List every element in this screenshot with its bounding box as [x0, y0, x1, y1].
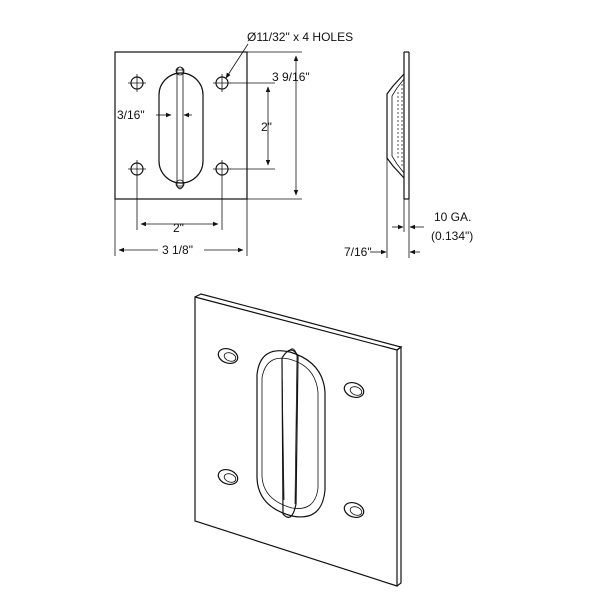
- front-view-bail: [176, 69, 184, 187]
- width-dimension-label: 3 1/8": [162, 243, 193, 257]
- slot-offset-label: 3/16": [117, 108, 145, 122]
- holes-leader: [225, 43, 249, 79]
- thickness-label: (0.134"): [431, 229, 473, 243]
- front-view: Ø11/32" x 4 HOLES 3 9/16" 2" 3/16" 2" 3 …: [114, 30, 353, 257]
- hole-vertical-spacing-label: 2": [261, 120, 272, 134]
- mounting-hole-top-right: [213, 74, 231, 92]
- height-dimension-label: 3 9/16": [272, 70, 310, 84]
- side-view: 7/16" 10 GA. (0.134"): [344, 51, 473, 259]
- hole-horizontal-spacing-label: 2": [173, 221, 184, 235]
- depth-dimension-label: 7/16": [344, 245, 372, 259]
- isometric-view: [194, 293, 403, 587]
- gauge-label: 10 GA.: [434, 210, 471, 224]
- iso-hole-bottom-right: [343, 501, 365, 519]
- holes-callout: Ø11/32" x 4 HOLES: [247, 30, 353, 44]
- iso-slot: [256, 350, 326, 518]
- iso-bail: [281, 349, 299, 518]
- front-view-slot: [158, 72, 204, 184]
- iso-hole-top-right: [343, 381, 365, 399]
- front-view-plate-outline: [114, 51, 248, 200]
- iso-hole-top-left: [217, 347, 239, 365]
- side-view-bail-profile: [386, 73, 405, 179]
- iso-hole-bottom-left: [217, 468, 239, 486]
- mounting-hole-bottom-right: [213, 160, 231, 178]
- mounting-hole-top-left: [128, 74, 146, 92]
- mounting-hole-bottom-left: [128, 160, 146, 178]
